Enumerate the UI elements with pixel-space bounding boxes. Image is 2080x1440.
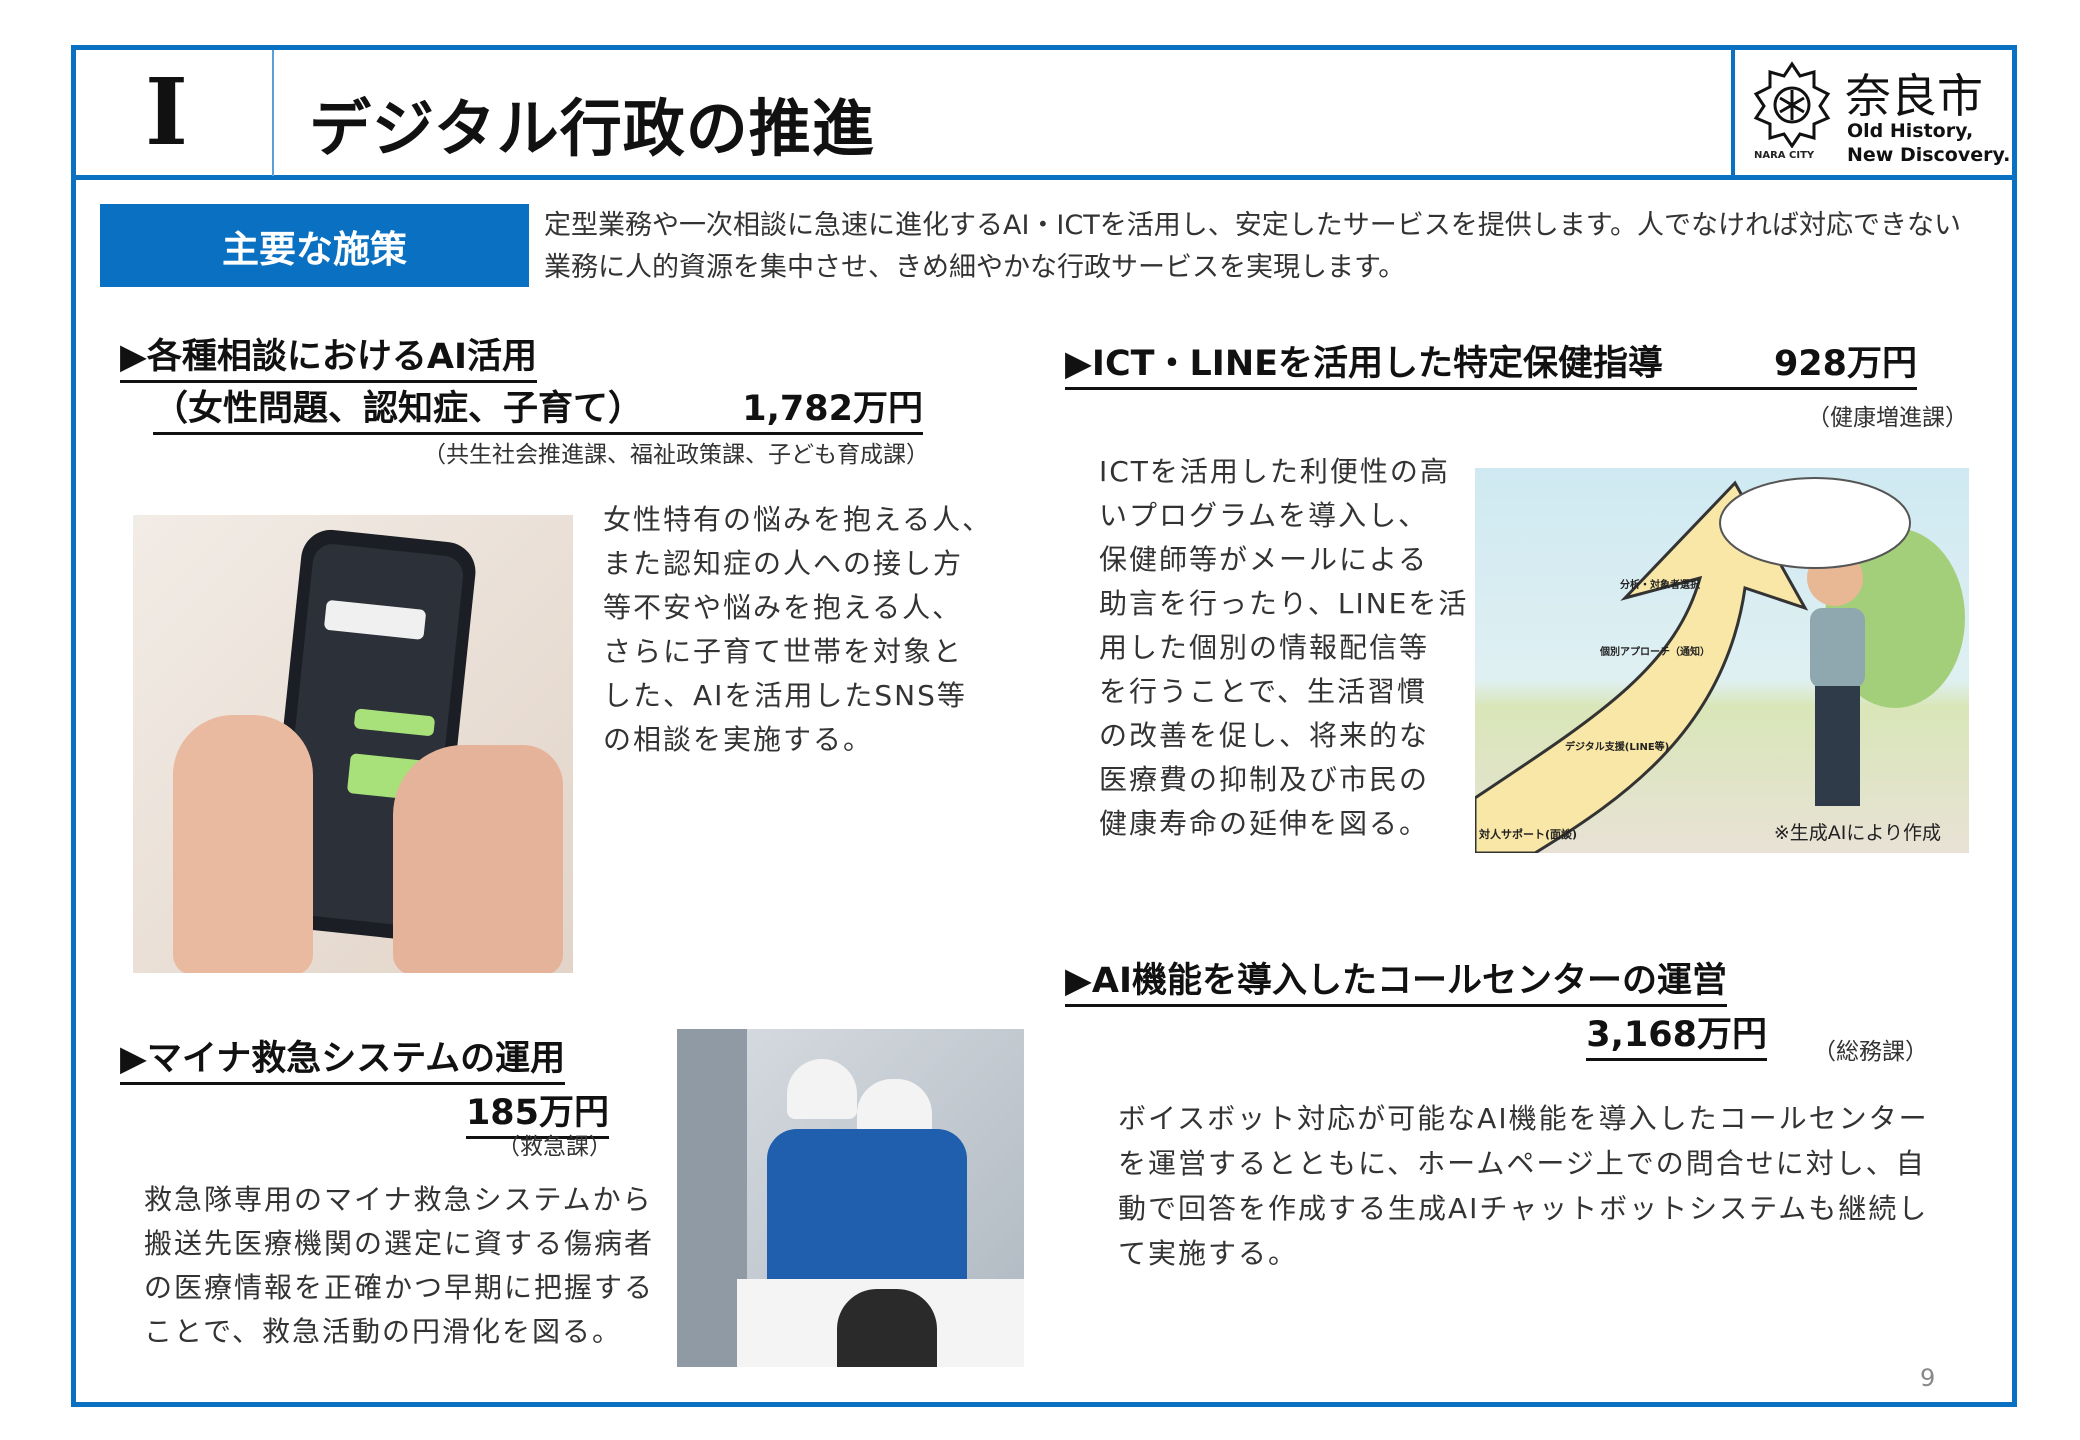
- chat-phone-photo: [133, 515, 573, 973]
- body-line: 等不安や悩みを抱える人、: [603, 591, 963, 624]
- item-3-body: ボイスボット対応が可能なAI機能を導入したコールセンター を運営するとともに、ホ…: [1118, 1096, 1929, 1276]
- item-3-dept: （総務課）: [1813, 1039, 1928, 1065]
- section-divider: [272, 50, 274, 176]
- ambulance-photo: [677, 1029, 1024, 1367]
- item-2-amount: 928万円: [1773, 344, 1917, 384]
- health-guidance-illustration: 対人サポート(面談) デジタル支援(LINE等) 個別アプローチ（通知） 分析・…: [1475, 468, 1969, 853]
- logo-city-name: 奈良市: [1845, 69, 1983, 123]
- item-2-dept: （健康増進課）: [1807, 405, 1968, 431]
- body-line: ことで、救急活動の円滑化を図る。: [144, 1315, 623, 1348]
- item-1-subheading-row: （女性問題、認知症、子育て） 1,782万円: [153, 380, 923, 435]
- growth-arrow-icon: [1475, 477, 1965, 853]
- logo-divider: [1731, 50, 1735, 176]
- item-1-subheading: （女性問題、認知症、子育て）: [153, 389, 644, 429]
- body-line: ICTを活用した利便性の高: [1099, 455, 1450, 488]
- item-1-body: 女性特有の悩みを抱える人、 また認知症の人への接し方 等不安や悩みを抱える人、 …: [603, 498, 992, 762]
- image-label: デジタル支援(LINE等): [1565, 742, 1670, 753]
- logo-slogan-2: New Discovery.: [1847, 144, 2011, 166]
- item-2-heading: ▶ICT・LINEを活用した特定保健指導: [1065, 344, 1664, 384]
- image-label: 分析・対象者選択: [1620, 580, 1700, 591]
- body-line: いプログラムを導入し、: [1099, 499, 1429, 532]
- item-4-dept: （救急課）: [497, 1134, 612, 1160]
- body-line: を運営するとともに、ホームページ上での問合せに対し、自: [1118, 1147, 1926, 1180]
- body-line: 動で回答を作成する生成AIチャットボットシステムも継続し: [1118, 1192, 1929, 1225]
- item-4-body: 救急隊専用のマイナ救急システムから 搬送先医療機関の選定に資する傷病者 の医療情…: [144, 1178, 654, 1354]
- page-number: 9: [1920, 1364, 1936, 1392]
- item-2-body: ICTを活用した利便性の高 いプログラムを導入し、 保健師等がメールによる 助言…: [1099, 450, 1468, 846]
- body-line: て実施する。: [1118, 1237, 1299, 1270]
- body-line: 保健師等がメールによる: [1099, 543, 1429, 576]
- policy-label: 主要な施策: [100, 204, 529, 287]
- item-3-heading: ▶AI機能を導入したコールセンターの運営: [1065, 952, 1728, 1007]
- item-2-heading-row: ▶ICT・LINEを活用した特定保健指導 928万円: [1065, 335, 1917, 390]
- policy-description: 定型業務や一次相談に急速に進化するAI・ICTを活用し、安定したサービスを提供し…: [544, 210, 1962, 283]
- item-1-dept: （共生社会推進課、福祉政策課、子ども育成課）: [423, 442, 929, 468]
- body-line: を行うことで、生活習慣: [1099, 675, 1428, 708]
- body-line: 女性特有の悩みを抱える人、: [603, 503, 993, 536]
- body-line: の改善を促し、将来的な: [1099, 719, 1430, 752]
- body-line: 救急隊専用のマイナ救急システムから: [144, 1183, 653, 1216]
- nara-city-logo: 奈良市 Old History, New Discovery. NARA CIT…: [1750, 60, 2010, 170]
- item-4-heading: ▶マイナ救急システムの運用: [120, 1030, 566, 1085]
- body-line: ボイスボット対応が可能なAI機能を導入したコールセンター: [1118, 1102, 1929, 1135]
- body-line: した、AIを活用したSNS等: [603, 679, 967, 712]
- logo-city-en: NARA CITY: [1754, 150, 1815, 161]
- image-label: 対人サポート(面談): [1479, 828, 1578, 841]
- item-3-amount: 3,168万円: [1586, 1006, 1767, 1061]
- image-caption: ※生成AIにより作成: [1773, 822, 1941, 844]
- body-line: 用した個別の情報配信等: [1099, 631, 1430, 664]
- header-divider: [71, 175, 2017, 180]
- item-1-amount: 1,782万円: [742, 389, 923, 429]
- body-line: 搬送先医療機関の選定に資する傷病者: [144, 1227, 655, 1260]
- body-line: 健康寿命の延伸を図る。: [1099, 807, 1430, 840]
- item-4-amount: 185万円: [465, 1084, 609, 1139]
- image-label: 個別アプローチ（通知）: [1600, 647, 1710, 658]
- section-number: I: [145, 58, 189, 166]
- page-frame: [71, 45, 2017, 1407]
- body-line: さらに子育て世帯を対象と: [603, 635, 964, 668]
- body-line: また認知症の人への接し方: [603, 547, 964, 580]
- item-1-heading: ▶各種相談におけるAI活用: [120, 328, 538, 383]
- body-line: 医療費の抑制及び市民の: [1099, 763, 1430, 796]
- logo-slogan-1: Old History,: [1847, 120, 1974, 142]
- body-line: 助言を行ったり、LINEを活: [1099, 587, 1469, 620]
- city-emblem-icon: [1753, 61, 1831, 149]
- body-line: の相談を実施する。: [603, 723, 874, 756]
- body-line: の医療情報を正確かつ早期に把握する: [144, 1271, 655, 1304]
- page-title: デジタル行政の推進: [309, 92, 875, 165]
